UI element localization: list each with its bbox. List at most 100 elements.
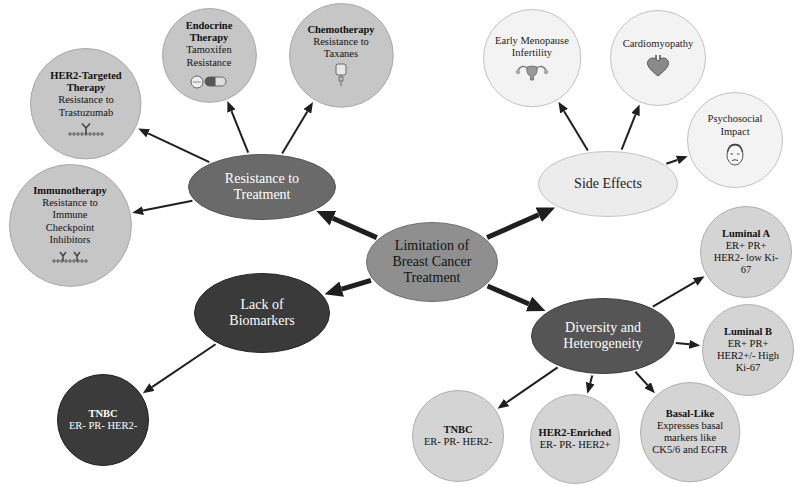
branch-arrow <box>507 367 558 402</box>
node-text: Resistance to Trastuzumab <box>49 94 123 118</box>
shape-fill <box>539 152 678 217</box>
shape-fill <box>640 382 739 481</box>
face-icon <box>724 141 746 167</box>
node-content: TNBCER- PR- HER2- <box>422 424 494 448</box>
node-content: Diversity and Heterogeneity <box>548 320 658 352</box>
node-text: Resistance to Immune Checkpoint Inhibito… <box>29 197 111 245</box>
capsule-half <box>205 77 216 86</box>
node-text: Cardiomyopathy <box>617 38 699 50</box>
branch-arrow <box>622 115 636 150</box>
subtype-circle: Basal-LikeExpresses basal markers like C… <box>640 382 740 482</box>
node-text: Resistance to Taxanes <box>304 36 378 60</box>
shape-fill <box>58 375 149 466</box>
shape-fill <box>413 391 504 482</box>
shape-fill <box>9 164 131 286</box>
node-heading: Luminal A <box>711 228 781 240</box>
subtype-circle: HER2-EnrichedER- PR- HER2+ <box>530 394 620 484</box>
node-heading: Basal-Like <box>649 408 731 420</box>
node-text: Early Menopause Infertility <box>492 35 572 59</box>
main-arrow <box>342 280 371 289</box>
uterus <box>527 66 537 80</box>
shape-fill <box>162 8 256 102</box>
shape-fill <box>289 4 393 108</box>
receptor-icon <box>67 122 105 138</box>
pills-icon <box>189 72 229 90</box>
subtype-circle: Luminal BER+ PR+ HER2+/- High Ki-67 <box>702 304 794 396</box>
subtype-circle: TNBCER- PR- HER2- <box>412 390 504 482</box>
shape-fill <box>189 155 336 220</box>
shape-fill <box>367 223 498 302</box>
membrane <box>52 259 87 262</box>
node-heading: Luminal B <box>713 326 783 338</box>
subtopic-circle: Early Menopause Infertility <box>483 9 581 107</box>
node-content: Side Effects <box>553 176 663 192</box>
subtopic-circle: Psychosocial Impact <box>687 92 783 188</box>
category-ellipse: Side Effects <box>538 151 678 217</box>
main-arrow <box>488 286 529 304</box>
category-ellipse: Resistance to Treatment <box>188 154 336 220</box>
branch-arrow <box>635 372 647 385</box>
features <box>731 154 740 161</box>
subtopic-circle: ChemotherapyResistance to Taxanes <box>289 3 394 108</box>
node-heading: Chemotherapy <box>304 24 378 36</box>
uterus-icon <box>514 63 550 81</box>
tube <box>340 75 341 86</box>
category-ellipse: Lack of Biomarkers <box>194 273 330 353</box>
node-heading: TNBC <box>67 408 139 420</box>
shape-fill <box>31 49 141 159</box>
node-text: Expresses basal markers like CK5/6 and E… <box>649 420 731 456</box>
drip-chamber <box>339 77 343 81</box>
branch-arrow <box>676 343 689 344</box>
branch-arrow <box>590 376 592 383</box>
node-text: ER- PR- HER2+ <box>538 439 612 451</box>
node-text: Diversity and Heterogeneity <box>548 320 658 352</box>
capsule <box>205 77 226 86</box>
shape-fill <box>531 395 620 484</box>
ovary <box>544 69 549 74</box>
bag <box>336 64 346 75</box>
node-content: HER2-EnrichedER- PR- HER2+ <box>538 427 612 451</box>
node-content: Early Menopause Infertility <box>492 35 572 80</box>
node-heading: TNBC <box>422 424 494 436</box>
node-text: ER- PR- HER2- <box>67 420 139 432</box>
node-heading: HER2-Targeted Therapy <box>49 70 123 94</box>
branch-arrow <box>232 111 249 153</box>
tablet-score <box>193 81 201 82</box>
subtype-circle: Luminal AER+ PR+ HER2- low Ki-67 <box>700 206 792 298</box>
node-content: HER2-Targeted TherapyResistance to Trast… <box>49 70 123 137</box>
node-heading: HER2-Enriched <box>538 427 612 439</box>
node-text: ER+ PR+ HER2+/- High Ki-67 <box>713 338 783 374</box>
branch-arrow <box>564 111 588 150</box>
node-content: Basal-LikeExpresses basal markers like C… <box>649 408 731 456</box>
branch-arrow <box>148 133 209 162</box>
subtopic-circle: ImmunotherapyResistance to Immune Checkp… <box>9 164 132 287</box>
branch-arrow <box>666 160 677 164</box>
node-text: Lack of Biomarkers <box>216 297 308 329</box>
shape-outline <box>687 92 783 188</box>
shape-fill <box>703 305 794 396</box>
category-ellipse: Diversity and Heterogeneity <box>531 298 675 374</box>
heart-icon <box>645 54 671 78</box>
shape-fill <box>532 299 675 374</box>
node-heading: Immunotherapy <box>29 185 111 197</box>
node-text: Tamoxifen Resistance <box>173 44 245 68</box>
shape-fill <box>688 93 783 188</box>
hair <box>728 144 743 152</box>
node-content: Cardiomyopathy <box>617 38 699 77</box>
node-content: ChemotherapyResistance to Taxanes <box>304 24 378 87</box>
node-text: Side Effects <box>553 176 663 192</box>
receptor-icon <box>51 249 89 265</box>
node-text: Resistance to Treatment <box>207 171 317 203</box>
node-content: Lack of Biomarkers <box>216 297 308 329</box>
node-text: Limitation of Breast Cancer Treatment <box>382 238 482 286</box>
subtype-circle: TNBCER- PR- HER2- <box>57 374 149 466</box>
node-content: Endocrine TherapyTamoxifen Resistance <box>173 20 245 89</box>
node-text: ER- PR- HER2- <box>422 436 494 448</box>
head <box>727 145 743 165</box>
shape-fill <box>611 11 706 106</box>
ovary <box>516 69 521 74</box>
shape-fill <box>195 274 330 353</box>
branch-arrow <box>282 111 307 153</box>
subtopic-circle: HER2-Targeted TherapyResistance to Trast… <box>30 48 141 159</box>
checkpoint <box>60 252 80 261</box>
